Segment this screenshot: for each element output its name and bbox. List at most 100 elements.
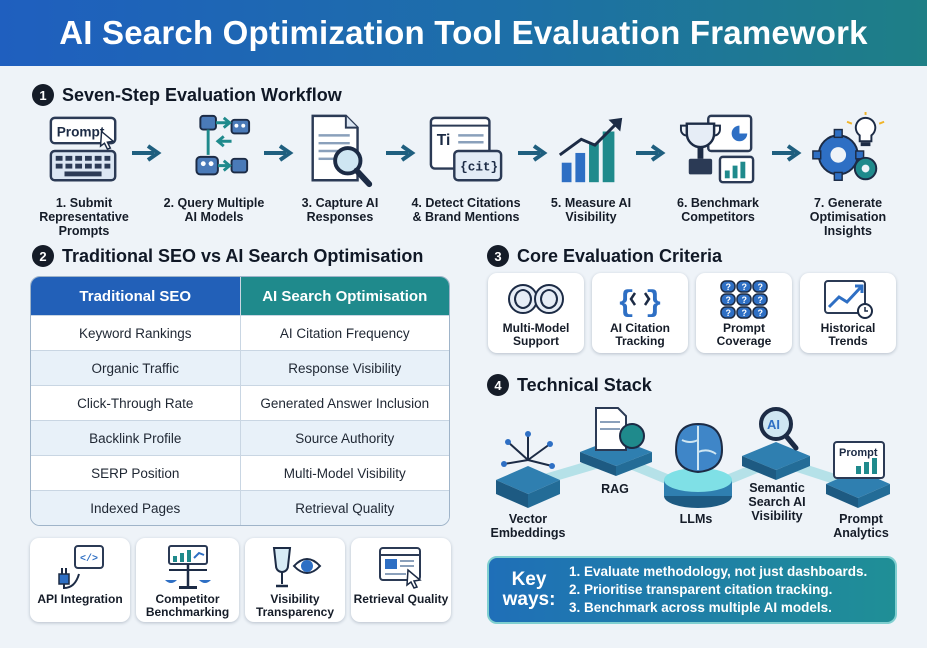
criteria-card: Historical Trends: [800, 273, 896, 353]
citation-screen-text: Ti: [437, 132, 451, 149]
document-magnifier-icon: [311, 114, 373, 188]
svg-text:?: ?: [726, 308, 732, 318]
feature-card: Competitor Benchmarking: [136, 538, 239, 622]
growth-bars-icon: [558, 117, 623, 183]
section-number: 3: [487, 245, 509, 267]
step-label: 4. Detect Citations & Brand Mentions: [411, 196, 521, 224]
feature-card: </> API Integration: [30, 538, 130, 622]
section-number: 4: [487, 374, 509, 396]
svg-text:?: ?: [758, 295, 764, 305]
svg-text:?: ?: [726, 295, 732, 305]
criteria-card: ??? ??? ??? Prompt Coverage: [696, 273, 792, 353]
table-row: Indexed Pages Retrieval Quality: [31, 490, 449, 525]
svg-text:?: ?: [742, 308, 748, 318]
trophy-chart-icon: [679, 114, 755, 184]
card-label: Multi-Model Support: [502, 321, 570, 348]
section-title-text: Technical Stack: [517, 374, 652, 395]
criteria-card: { } AI Citation Tracking: [592, 273, 688, 353]
table-cell: Response Visibility: [239, 351, 449, 385]
glass-eye-icon: [272, 547, 322, 588]
prompt-badge-text: Prompt: [839, 447, 878, 459]
ai-magnifier-icon: AI: [742, 407, 810, 480]
table-cell: Organic Traffic: [31, 351, 240, 385]
section-title-text: Core Evaluation Criteria: [517, 245, 723, 266]
card-label: Competitor Benchmarking: [145, 592, 230, 619]
header-banner: AI Search Optimization Tool Evaluation F…: [0, 0, 927, 66]
workflow-step: Prompt 1. Submit Representative Prompts: [28, 112, 140, 238]
page-title: AI Search Optimization Tool Evaluation F…: [59, 14, 868, 51]
step-label: 5. Measure AI Visibility: [550, 196, 632, 224]
comparison-section-title: 2 Traditional SEO vs AI Search Optimisat…: [32, 245, 423, 267]
stack-label: Vector Embeddings: [490, 512, 566, 540]
key-ways-label: Key ways:: [502, 569, 556, 610]
workflow-step: 2. Query Multiple AI Models: [158, 112, 270, 224]
table-row: Organic Traffic Response Visibility: [31, 350, 449, 385]
column-header: AI Search Optimisation: [239, 277, 449, 315]
arrow-right-icon: [132, 144, 162, 162]
feature-card: Retrieval Quality: [351, 538, 451, 622]
arrow-right-icon: [772, 144, 802, 162]
comparison-table: Traditional SEO AI Search Optimisation K…: [30, 276, 450, 526]
key-way-item: 3. Benchmark across multiple AI models.: [569, 600, 832, 615]
key-ways-panel: Key ways: 1. Evaluate methodology, not j…: [487, 556, 897, 624]
table-row: SERP Position Multi-Model Visibility: [31, 455, 449, 490]
technical-stack-diagram: AI Prompt: [496, 407, 890, 508]
table-cell: Keyword Rankings: [78, 325, 192, 341]
arrow-right-icon: [386, 144, 416, 162]
section-number: 2: [32, 245, 54, 267]
table-cell: Generated Answer Inclusion: [239, 386, 450, 420]
stack-section-title: 4 Technical Stack: [487, 374, 652, 396]
stack-label: Prompt Analytics: [833, 512, 889, 540]
card-label: Visibility Transparency: [255, 592, 335, 619]
svg-text:?: ?: [758, 282, 764, 292]
svg-text:</>: </>: [80, 553, 98, 565]
workflow-step: 5. Measure AI Visibility: [535, 112, 647, 224]
section-title-text: Traditional SEO vs AI Search Optimisatio…: [62, 245, 424, 266]
key-ways-list: 1. Evaluate methodology, not just dashbo…: [569, 563, 867, 617]
card-label: Historical Trends: [820, 321, 876, 348]
table-row: Click-Through Rate Generated Answer Incl…: [31, 385, 449, 420]
step-label: 2. Query Multiple AI Models: [163, 196, 265, 224]
svg-text:?: ?: [758, 308, 764, 318]
braces-icon: { }: [617, 287, 663, 319]
table-row: Keyword Rankings AI Citation Frequency: [31, 315, 449, 350]
arrow-right-icon: [518, 144, 548, 162]
table-cell: Multi-Model Visibility: [239, 456, 450, 490]
arrow-right-icon: [636, 144, 666, 162]
prompt-analytics-icon: Prompt: [826, 441, 890, 508]
browser-cursor-icon: [379, 547, 422, 589]
card-label: API Integration: [37, 592, 123, 606]
vector-cube-icon: [496, 431, 560, 508]
card-label: Prompt Coverage: [716, 321, 772, 348]
brain-pedestal-icon: [664, 422, 732, 508]
prompt-screen-text: Prompt: [57, 124, 105, 139]
trend-chart-icon: [824, 280, 873, 319]
card-label: AI Citation Tracking: [610, 321, 670, 348]
workflow-step: 3. Capture AI Responses: [284, 112, 396, 224]
robots-network-icon: [195, 114, 251, 176]
workflow-step: 7. Generate Optimisation Insights: [792, 112, 904, 238]
workflow-step: 6. Benchmark Competitors: [662, 112, 774, 224]
table-cell: Indexed Pages: [31, 491, 240, 525]
table-cell: Source Authority: [239, 421, 449, 455]
table-cell: SERP Position: [91, 465, 180, 481]
feature-card: Visibility Transparency: [245, 538, 345, 622]
document-brain-icon: [580, 407, 652, 476]
citation-window-icon: Ti {cit}: [429, 116, 503, 182]
table-row: Backlink Profile Source Authority: [31, 420, 449, 455]
section-number: 1: [32, 84, 54, 106]
table-cell: AI Citation Frequency: [239, 316, 450, 350]
gears-bulb-icon: [812, 112, 885, 181]
svg-text:?: ?: [742, 282, 748, 292]
workflow-step: Ti {cit} 4. Detect Citations & Brand Men…: [410, 112, 522, 224]
citation-tag-text: {cit}: [460, 160, 498, 175]
table-cell: Click-Through Rate: [77, 395, 194, 411]
column-header: Traditional SEO: [31, 277, 240, 315]
question-grid-icon: ??? ??? ???: [720, 280, 768, 319]
criteria-card: Multi-Model Support: [488, 273, 584, 353]
keyboard-prompt-icon: Prompt: [49, 116, 117, 182]
svg-text:?: ?: [726, 282, 732, 292]
step-label: 1. Submit Representative Prompts: [39, 196, 129, 238]
step-label: 3. Capture AI Responses: [301, 196, 379, 224]
arrow-right-icon: [264, 144, 294, 162]
